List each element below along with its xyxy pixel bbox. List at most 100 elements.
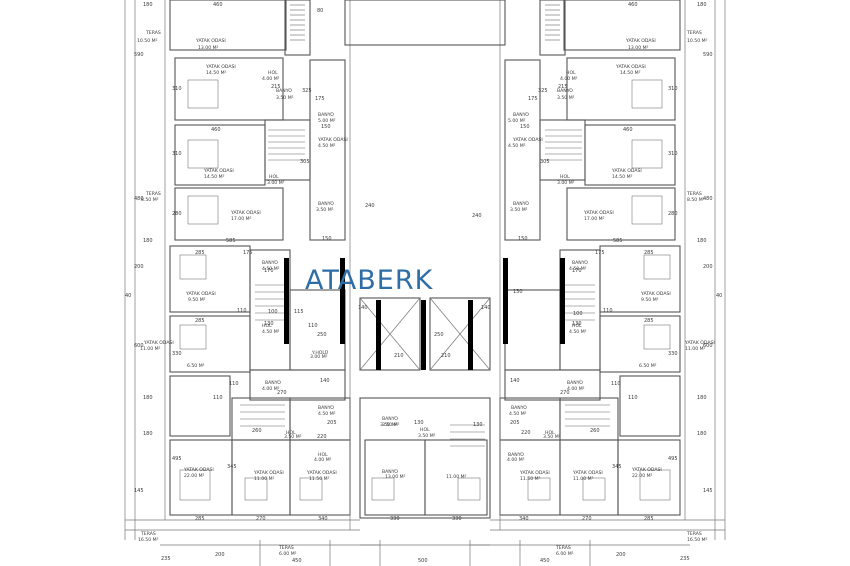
dimension: 285: [644, 250, 654, 256]
dimension: 220: [521, 430, 531, 436]
dimension: 260: [252, 428, 262, 434]
room-area: 11.00 M²: [573, 476, 594, 482]
room-area: 4.50 M²: [262, 329, 280, 335]
room-name: YATAK ODASI: [230, 210, 261, 216]
dimension: 175: [595, 250, 605, 256]
room-name: TERAS: [686, 191, 702, 197]
dimension: 250: [434, 332, 444, 338]
dimension: 210: [441, 353, 451, 359]
room-name: HOL: [545, 430, 555, 436]
room-name: HOL: [566, 70, 576, 76]
dimension: 110: [237, 308, 247, 314]
room-name: HOL: [262, 323, 272, 329]
room-area: 9.50 M²: [641, 297, 659, 303]
room-name: BANYO: [511, 405, 527, 411]
room-area: 22.00 M²: [184, 473, 205, 479]
room-area: 4.50 M²: [508, 143, 526, 149]
dimension: 205: [327, 420, 337, 426]
room-name: BANYO: [262, 260, 278, 266]
room-area: 4.00 M²: [560, 76, 578, 82]
room-area: 4.50 M²: [318, 411, 336, 417]
room-area: 22.00 M²: [632, 473, 653, 479]
dimension: 310: [172, 151, 182, 157]
dimension: 460: [623, 127, 633, 133]
dimension: 140: [320, 378, 330, 384]
dimension: 270: [256, 516, 266, 522]
room-name: YATAK ODASI: [143, 340, 174, 346]
dimension: 590: [134, 52, 144, 58]
room-name: TERAS: [686, 531, 702, 537]
dimension: 180: [697, 431, 707, 437]
dimension: 260: [590, 428, 600, 434]
room-area: 3.50 M²: [276, 95, 294, 101]
dimension: 175: [315, 96, 325, 102]
room-name: YATAK ODASI: [611, 168, 642, 174]
room-name: Y.HOLÜ: [311, 349, 328, 356]
dimension: 150: [520, 124, 530, 130]
dimension: 100: [573, 311, 583, 317]
stairs: [240, 4, 610, 447]
dimension: 480: [703, 196, 713, 202]
dimension: 175: [243, 250, 253, 256]
dimension: 180: [697, 2, 707, 8]
dimension: 345: [612, 464, 622, 470]
dimension: 130: [513, 289, 523, 295]
room-name: BANYO: [318, 405, 334, 411]
dimension: 140: [510, 378, 520, 384]
room-area: 4.00 M²: [507, 457, 525, 463]
room-area: 11.50 M²: [520, 476, 541, 482]
dimension: 150: [322, 236, 332, 242]
room-area: 6.00 M²: [279, 551, 297, 557]
dimension: 110: [628, 395, 638, 401]
room-area: 14.50 M²: [204, 174, 225, 180]
room-name: HOL: [572, 323, 582, 329]
furniture: [179, 79, 671, 501]
dimension: 600: [703, 343, 713, 349]
dimension: 240: [365, 203, 375, 209]
room-area: 14.50 M²: [620, 70, 641, 76]
dimension: 140: [358, 305, 368, 311]
dimension: 130: [264, 321, 274, 327]
room-area: 4.00 M²: [567, 386, 585, 392]
dimension: 180: [143, 431, 153, 437]
room-name: BANYO: [513, 201, 529, 207]
room-area: 6.00 M²: [556, 551, 574, 557]
dimension: 310: [668, 151, 678, 157]
room-areas: 10.50 M² 10.50 M² 13.00 M² 13.00 M² 14.5…: [137, 38, 708, 557]
dimension: 450: [540, 558, 550, 564]
dimension: 495: [172, 456, 182, 462]
dimension: 200: [703, 264, 713, 270]
room-name: TERAS: [278, 545, 294, 551]
room-name: BANYO: [318, 112, 334, 118]
room-name: BANYO: [276, 88, 292, 94]
room-name: TERAS: [145, 191, 161, 197]
room-area: 8.50 M²: [141, 197, 159, 203]
room-area: 17.00 M²: [231, 216, 252, 222]
room-area: 4.00 M²: [314, 457, 332, 463]
room-name: YATAK ODASI: [583, 210, 614, 216]
room-name: TERAS: [555, 545, 571, 551]
room-area: 16.50 M²: [687, 537, 708, 543]
dimension: 200: [215, 552, 225, 558]
room-name: BANYO: [265, 380, 281, 386]
dimension: 145: [134, 488, 144, 494]
room-area: 4.00 M²: [262, 76, 280, 82]
room-area: 11.00 M²: [446, 474, 467, 480]
dimension: 305: [540, 159, 550, 165]
room-area: 13.00 M²: [628, 45, 649, 51]
dimension: 240: [472, 213, 482, 219]
room-name: YATAK ODASI: [684, 340, 715, 346]
dimension: 305: [300, 159, 310, 165]
dimension: 110: [213, 395, 223, 401]
room-area: 6.50 M²: [187, 363, 205, 369]
dimension: 180: [697, 395, 707, 401]
room-name: HOL: [286, 430, 296, 436]
dimension: 325: [302, 88, 312, 94]
room-area: 3.00 M²: [267, 180, 285, 186]
dimension: 110: [308, 323, 318, 329]
room-name: BANYO: [572, 260, 588, 266]
room-area: 3.50 M²: [316, 207, 334, 213]
dimension: 110: [229, 381, 239, 387]
dimension: 115: [294, 309, 304, 315]
